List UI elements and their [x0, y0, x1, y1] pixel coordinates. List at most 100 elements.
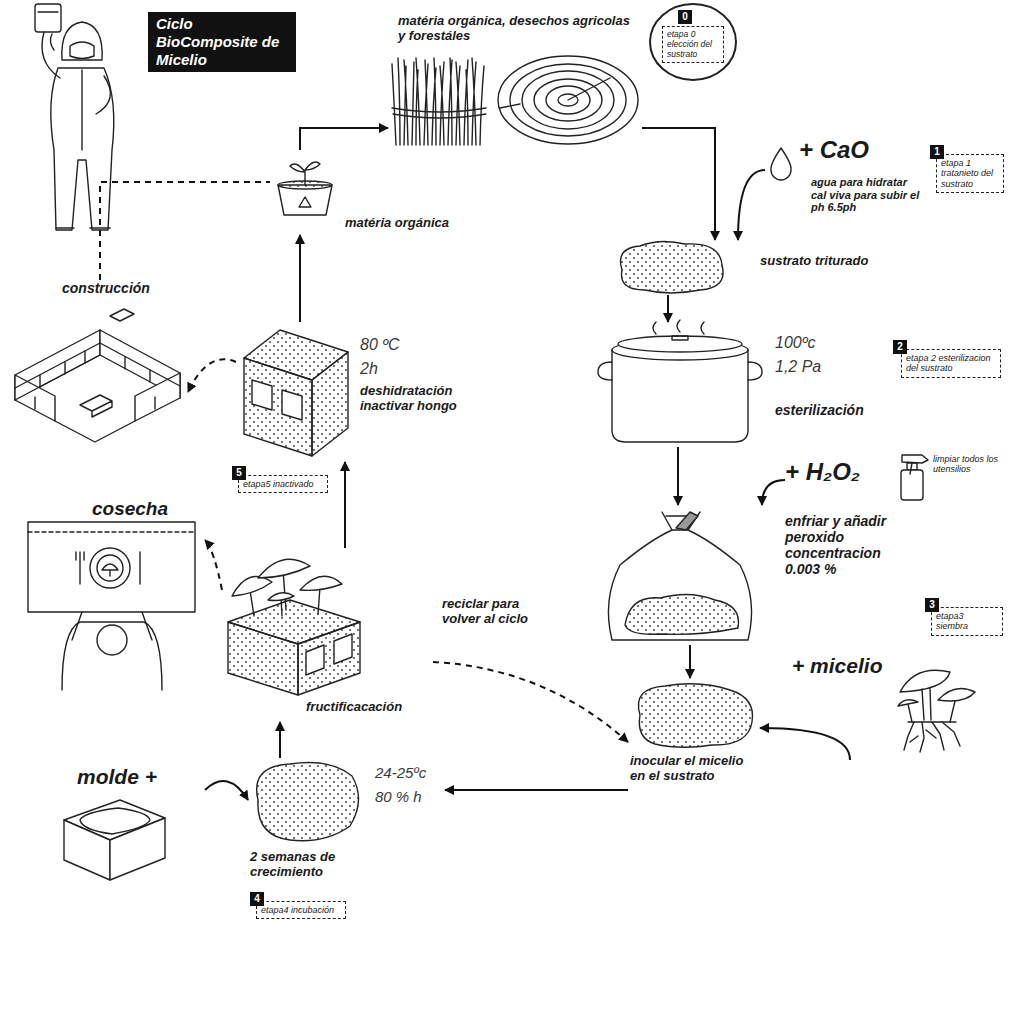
- scientist-figure-part: [38, 11, 58, 12]
- flow-arrow: [738, 170, 765, 240]
- incubation-blob-part: [257, 763, 359, 841]
- substrate-bag-part: [676, 512, 698, 530]
- flow-arrow: [344, 462, 346, 548]
- scientist-figure-part: [35, 4, 61, 32]
- dashed-arrow: [433, 662, 628, 742]
- bag: enfriar y añadir peroxido concentracion …: [595, 505, 917, 645]
- stage-label: etapa 0 elección del sustrato: [662, 26, 724, 63]
- flow-arrow: [205, 781, 248, 800]
- brick-construction-part: [135, 373, 180, 421]
- inactivated-block-part: [282, 390, 302, 420]
- node-text: sustrato triturado: [760, 254, 885, 269]
- straw-bundle-part: [392, 108, 486, 118]
- mushroom-mycelium-part: [904, 722, 960, 752]
- flow-arrow: [445, 789, 628, 791]
- flow-arrow: [677, 447, 679, 505]
- callout-number: 1: [930, 145, 944, 159]
- callout-number: 5: [232, 466, 246, 480]
- peroxide: + H₂O₂ limpiar todos los utensilios: [785, 452, 1005, 502]
- cooking-pot-part: [672, 336, 688, 340]
- node-text: cosecha: [92, 498, 168, 520]
- mould-box: [64, 800, 165, 880]
- stage-label: etapa 1 tratanieto del sustrato: [936, 154, 1004, 193]
- sterilization: 100ºc1,2 Paesterilización: [598, 322, 888, 447]
- harvest-table-part: [97, 555, 123, 581]
- harvest: cosecha: [20, 498, 205, 692]
- flow-arrow: [279, 722, 281, 758]
- node-text: 2 semanas de crecimiento: [250, 850, 400, 880]
- node-text: limpiar todos los utensilios: [933, 454, 1003, 475]
- substrate-bag: [608, 512, 751, 640]
- node-text: inocular el micelio en el sustrato: [630, 754, 758, 784]
- harvest-table-part: [97, 625, 127, 655]
- inactivated-block-part: [312, 352, 348, 456]
- illustration-part: [15, 4, 975, 880]
- callout-number: 0: [678, 10, 692, 24]
- cooking-pot-part: [612, 350, 748, 442]
- spray-bottle-part: [901, 470, 923, 500]
- flow-arrow: [689, 645, 691, 678]
- cooking-pot: [598, 320, 762, 442]
- callout-number: 3: [925, 598, 939, 612]
- stage-tag: 3etapa3 siembra: [925, 598, 1005, 650]
- flow-arrow: [760, 728, 850, 760]
- substrate-bag-part: [625, 594, 739, 634]
- inactivated-block: [244, 330, 348, 456]
- stage-tag: 4etapa4 incubación: [250, 892, 350, 932]
- fruiting-block-part: [306, 645, 324, 675]
- node-text: + H₂O₂: [785, 458, 860, 486]
- node-text: fructificacación: [306, 700, 431, 715]
- diagram-title: Ciclo BioComposite de Micelio: [148, 12, 296, 72]
- edge-label: reciclar para volver al ciclo: [440, 596, 549, 628]
- node-text: enfriar y añadir peroxido concentracion …: [785, 513, 915, 577]
- substrate: sustrato triturado: [612, 240, 887, 295]
- straw-bundle: [392, 58, 486, 145]
- scientist-figure: [35, 4, 114, 230]
- scientist-figure-part: [62, 22, 102, 60]
- compost-pot-part: [290, 162, 320, 185]
- construction: construcción: [8, 280, 188, 452]
- scientist-figure-part: [96, 76, 110, 114]
- node-text: 80 % h: [375, 788, 422, 805]
- fruiting-block-part: [232, 576, 272, 596]
- incubation-blob: [257, 763, 359, 841]
- lime-water: + CaO agua para hidratar cal viva para su…: [765, 136, 925, 236]
- node-text: 1,2 Pa: [775, 358, 821, 376]
- mushroom-mycelium-part: [900, 670, 950, 692]
- mould: molde +: [55, 765, 205, 885]
- substrate-bag-part: [608, 530, 751, 640]
- mushroom-mycelium-part: [950, 701, 955, 722]
- fruiting-block-part: [300, 576, 342, 590]
- fruiting-block: [228, 559, 360, 695]
- mushroom-mycelium-part: [938, 688, 975, 701]
- node-text: agua para hidratar cal viva para subir e…: [811, 176, 923, 214]
- node-text: 24-25ºc: [375, 764, 426, 781]
- spray-bottle: [901, 455, 928, 500]
- substrate-blob: [620, 241, 723, 293]
- inoculated-blob-part: [638, 684, 752, 748]
- mycelium: + micelio: [790, 652, 1005, 760]
- harvest-table-part: [102, 564, 118, 576]
- straw-bundle-part: [392, 58, 484, 145]
- stage-label: etapa4 incubación: [256, 901, 346, 919]
- spray-bottle-part: [902, 455, 928, 463]
- scientist-figure-part: [70, 42, 94, 59]
- node-text: + CaO: [799, 136, 869, 164]
- harvest-table-part: [28, 522, 195, 612]
- node-text: matéria orgánica, desechos agricolas y f…: [398, 14, 633, 44]
- stage-circle-outline: [650, 4, 736, 80]
- flow-arrow: [762, 480, 785, 505]
- brick-construction: [15, 309, 180, 442]
- harvest-table-part: [90, 548, 130, 588]
- scientist-figure-part: [56, 227, 110, 228]
- mushroom-mycelium-part: [922, 688, 931, 720]
- flow-arrow: [299, 235, 301, 322]
- organic-matter: matéria orgánica: [270, 150, 472, 235]
- scientist-figure-part: [42, 32, 60, 78]
- mould-box-part: [64, 820, 110, 880]
- mushroom-mycelium: [898, 670, 975, 752]
- node-text: molde +: [77, 765, 157, 789]
- mould-box-part: [80, 808, 150, 834]
- wood-log: [498, 56, 638, 144]
- scientist-figure-part: [51, 68, 114, 230]
